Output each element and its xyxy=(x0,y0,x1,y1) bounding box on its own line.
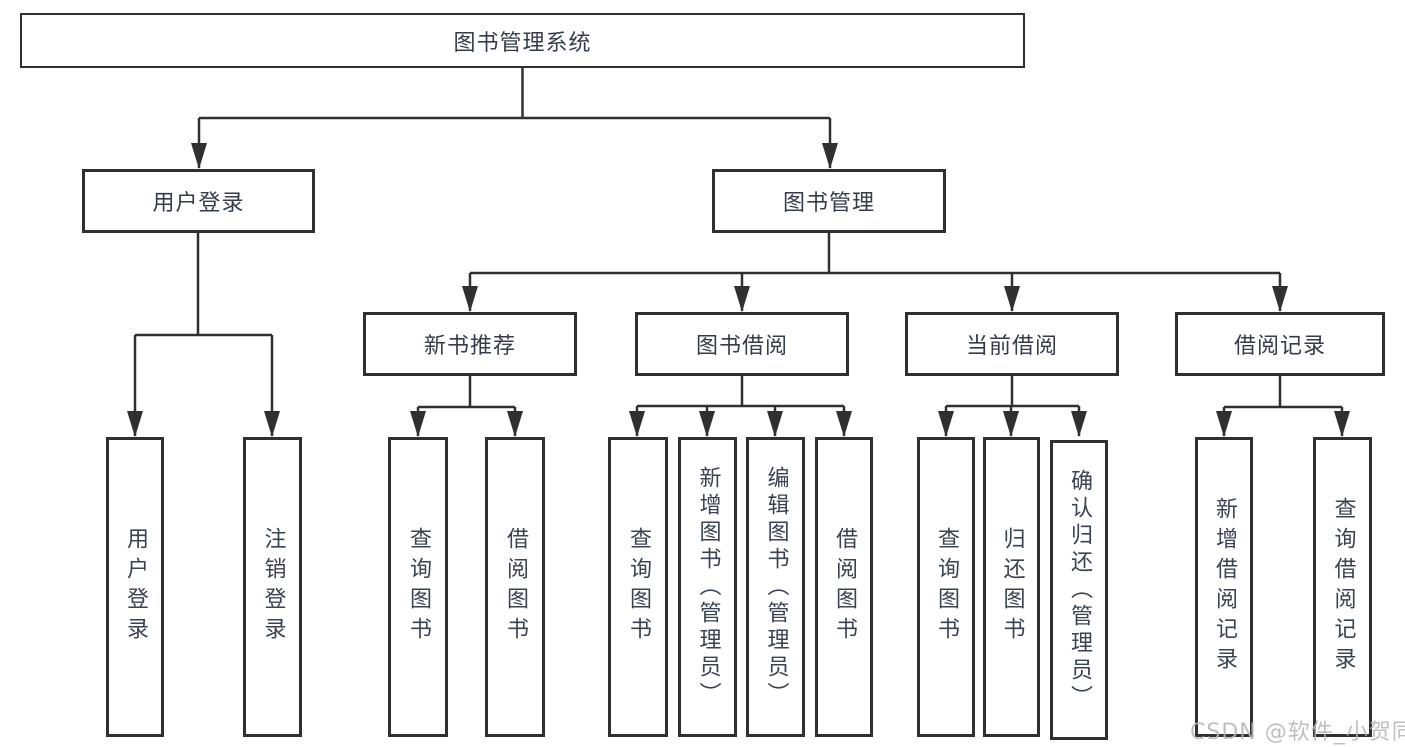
node-borrowing-records: 借阅记录 xyxy=(1175,312,1385,376)
node-leaf-query-books-current: 查询图书 xyxy=(917,437,975,737)
node-label: 编辑图书（管理员） xyxy=(763,465,789,709)
node-leaf-logout: 注销登录 xyxy=(243,437,302,737)
node-leaf-edit-book-admin: 编辑图书（管理员） xyxy=(746,437,805,737)
node-leaf-borrow-books-recommend: 借阅图书 xyxy=(485,437,545,737)
node-root-label: 图书管理系统 xyxy=(453,30,592,56)
node-leaf-confirm-return-admin: 确认归还（管理员） xyxy=(1050,440,1108,740)
node-label: 新增借阅记录 xyxy=(1212,497,1237,677)
node-leaf-return-book: 归还图书 xyxy=(983,437,1040,737)
node-leaf-user-login: 用户登录 xyxy=(106,437,164,737)
node-book-borrowing: 图书借阅 xyxy=(635,312,849,376)
node-label: 用户登录 xyxy=(123,527,148,647)
node-label: 查询图书 xyxy=(626,527,651,647)
watermark-text: CSDN @软件_小贺同学 xyxy=(1190,720,1405,745)
node-label: 确认归还（管理员） xyxy=(1067,468,1092,712)
node-user-login: 用户登录 xyxy=(82,169,315,233)
node-label: 注销登录 xyxy=(260,527,286,647)
node-label: 新增图书（管理员） xyxy=(695,465,721,709)
node-label: 借阅图书 xyxy=(832,527,857,647)
node-label: 查询图书 xyxy=(934,527,959,647)
node-label: 查询图书 xyxy=(406,527,431,647)
node-label: 图书管理 xyxy=(782,191,875,216)
node-leaf-query-books-borrow: 查询图书 xyxy=(608,437,668,737)
node-book-management: 图书管理 xyxy=(712,169,946,233)
node-label: 用户登录 xyxy=(152,191,245,216)
node-label: 借阅记录 xyxy=(1233,334,1326,359)
node-leaf-borrow-books: 借阅图书 xyxy=(815,437,873,737)
node-label: 查询借阅记录 xyxy=(1330,497,1356,677)
node-leaf-query-books-recommend: 查询图书 xyxy=(388,437,448,737)
node-label: 归还图书 xyxy=(999,527,1025,647)
node-leaf-add-book-admin: 新增图书（管理员） xyxy=(678,437,737,737)
node-label: 借阅图书 xyxy=(503,527,528,647)
node-current-borrowing: 当前借阅 xyxy=(905,312,1119,376)
node-leaf-add-borrow-record: 新增借阅记录 xyxy=(1195,437,1253,737)
node-label: 当前借阅 xyxy=(965,334,1058,359)
node-root: 图书管理系统 xyxy=(20,13,1025,68)
connectors xyxy=(127,68,1350,437)
node-label: 新书推荐 xyxy=(423,334,516,359)
node-label: 图书借阅 xyxy=(695,334,788,359)
node-new-book-recommend: 新书推荐 xyxy=(363,312,577,376)
node-leaf-query-borrow-record: 查询借阅记录 xyxy=(1313,437,1372,737)
